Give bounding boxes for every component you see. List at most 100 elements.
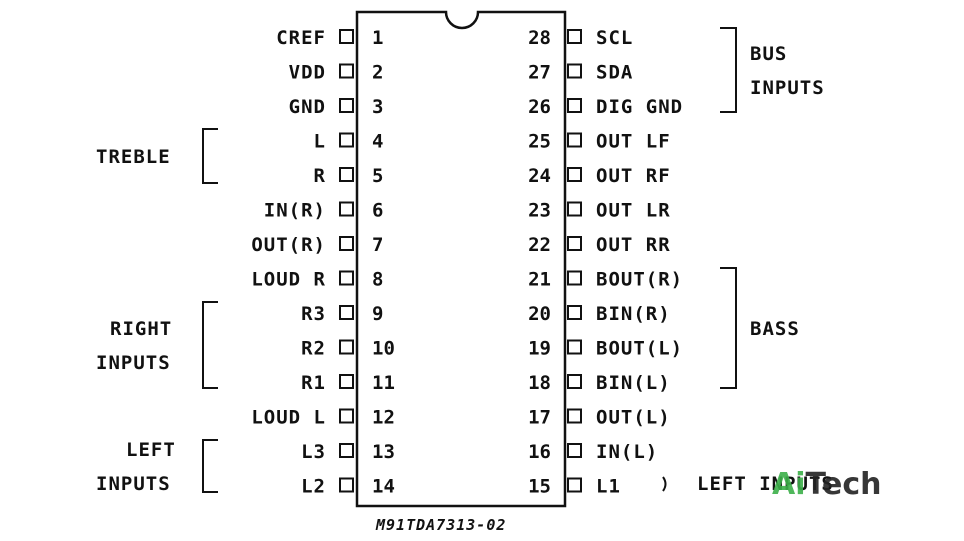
left-inputs-bracket: [202, 439, 218, 493]
pin-label: R3: [301, 303, 326, 325]
pin-number: 25: [528, 131, 551, 153]
pin-number: 22: [528, 234, 551, 256]
svg-text:AiTech: AiTech: [772, 467, 881, 502]
treble-bracket: [202, 128, 218, 184]
left-inputs-right-group: LEFT INPUTS: [662, 473, 833, 495]
pin-right-21: 21 BOUT(R): [528, 269, 683, 291]
pin-square: [567, 270, 582, 286]
pin-number: 27: [528, 62, 551, 84]
pin-square: [339, 477, 354, 493]
pin-number: 5: [372, 165, 383, 187]
pin-number: 3: [372, 96, 383, 118]
pin-number: 20: [528, 303, 551, 325]
right-inputs-group: RIGHT INPUTS: [96, 301, 218, 389]
left-inputs-label-line2: INPUTS: [96, 473, 171, 495]
pin-label: R1: [301, 372, 326, 394]
treble-group: TREBLE: [96, 128, 218, 184]
pin-label: OUT LF: [596, 131, 671, 153]
pin-left-4: 4L: [314, 131, 384, 153]
pin-label: BOUT(R): [596, 269, 683, 291]
pin-square: [567, 443, 582, 458]
left-inputs-label-line1: LEFT: [126, 439, 176, 461]
bass-bracket: [720, 267, 737, 389]
pin-label: CREF: [276, 27, 326, 49]
bus-inputs-bracket: [720, 27, 737, 113]
aitech-logo-part1: Ai: [772, 467, 806, 502]
pin-number: 14: [372, 476, 395, 498]
pin-number: 23: [528, 200, 551, 222]
pin-number: 26: [528, 96, 551, 118]
pin-square: [567, 29, 582, 44]
pin-number: 10: [372, 338, 395, 360]
pin-left-8: 8 LOUD R: [251, 269, 383, 291]
pin-right-23: 23 OUT LR: [528, 200, 671, 222]
pin-square: [339, 374, 354, 389]
pin-number: 7: [372, 234, 383, 256]
pin-number: 21: [528, 269, 551, 291]
pin-label: OUT LR: [596, 200, 671, 222]
pin-square: [567, 408, 582, 424]
pin-square: [567, 201, 582, 217]
pin-number: 11: [372, 372, 395, 394]
pin-square: [339, 63, 354, 79]
pin-number: 24: [528, 165, 551, 187]
aitech-logo-part2: Tech: [806, 467, 882, 502]
bass-label: BASS: [750, 318, 800, 340]
pin-label: L1: [596, 476, 621, 498]
pin-number: 17: [528, 407, 551, 429]
pin-number: 13: [372, 441, 395, 463]
pin-number: 8: [372, 269, 383, 291]
pin-square: [339, 270, 354, 286]
aitech-logo: AiTech: [772, 467, 881, 502]
pin-number: 19: [528, 338, 551, 360]
right-inputs-bracket: [202, 301, 218, 389]
pin-square: [339, 167, 354, 182]
pin-square: [339, 408, 354, 424]
pin-right-25: 25 OUT LF: [528, 131, 671, 153]
pin-label: BIN(L): [596, 372, 671, 394]
pin-square: [339, 339, 354, 355]
pin-number: 15: [528, 476, 551, 498]
chip-body: [355, 10, 567, 508]
pin-square: [567, 305, 582, 320]
pin-left-6: 6IN(R): [264, 200, 384, 222]
pin-label: L3: [301, 441, 326, 463]
pin-number: 16: [528, 441, 551, 463]
right-inputs-label-line1: RIGHT: [110, 318, 172, 340]
pin-label: IN(R): [264, 200, 326, 222]
pin-square: [567, 374, 582, 389]
left-inputs-right-bracket: [662, 476, 667, 492]
pin-label: VDD: [289, 62, 326, 84]
pin-left-9: 9R3: [301, 303, 383, 325]
pin-label: LOUD R: [251, 269, 326, 291]
bus-inputs-group: BUS INPUTS: [720, 27, 825, 113]
pin-right-17: 17 OUT(L): [528, 407, 671, 429]
pin-number: 2: [372, 62, 383, 84]
bus-inputs-label-line2: INPUTS: [750, 77, 825, 99]
pin-square: [567, 236, 582, 251]
pin-label: OUT(L): [596, 407, 671, 429]
pin-square: [339, 98, 354, 113]
bus-inputs-label-line1: BUS: [750, 43, 787, 65]
pin-label: SCL: [596, 27, 633, 49]
pin-left-5: 5R: [314, 165, 384, 187]
pin-square: [339, 132, 354, 148]
left-inputs-group: LEFT INPUTS: [96, 439, 218, 495]
treble-label: TREBLE: [96, 146, 171, 168]
pin-square: [339, 201, 354, 217]
